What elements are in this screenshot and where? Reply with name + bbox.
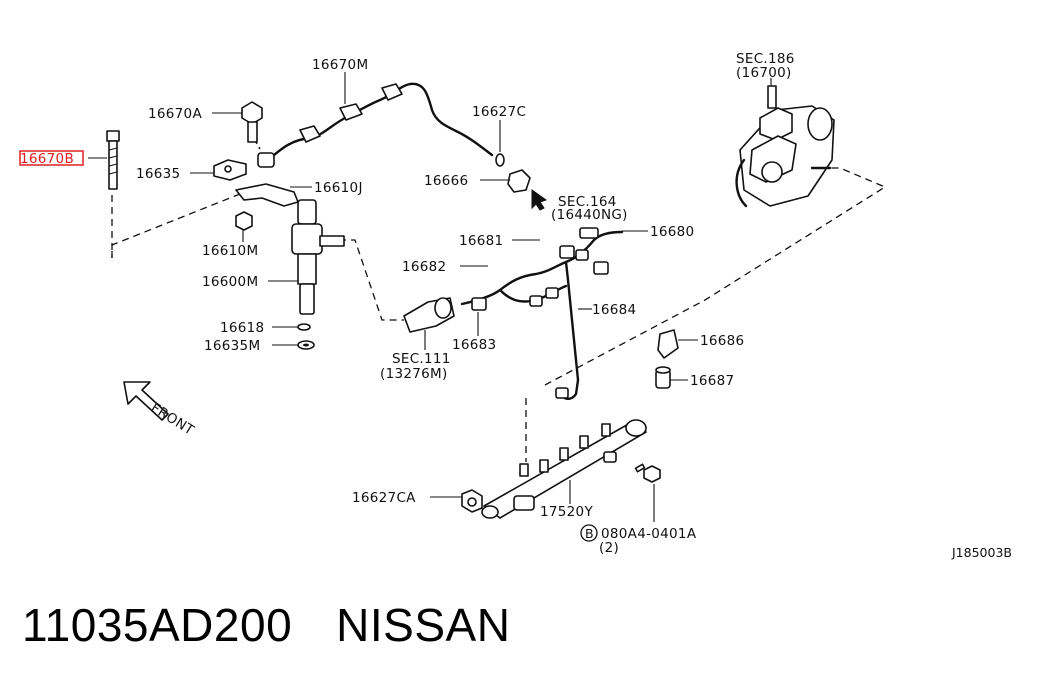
bolt-circle-icon <box>580 524 598 542</box>
label-16635M: 16635M <box>204 338 260 354</box>
pipe-assembly <box>460 227 648 400</box>
part-16610J <box>235 183 312 207</box>
part-16627C <box>495 120 505 167</box>
label-16627CA: 16627CA <box>352 490 416 506</box>
label-sec186-sub: (16700) <box>736 65 792 81</box>
parts-diagram: 16670M 16670A 16670B 16635 16610J 16610M… <box>19 51 1012 560</box>
label-16683: 16683 <box>452 337 496 353</box>
part-sec111 <box>403 297 455 350</box>
part-16687 <box>655 366 688 389</box>
label-16684: 16684 <box>592 302 636 318</box>
label-sec111-sub: (13276M) <box>380 366 448 382</box>
fuel-pump-sec186 <box>735 78 835 208</box>
brand-name: NISSAN <box>336 599 511 651</box>
label-sec164: SEC.164 <box>558 194 617 210</box>
part-16627CA <box>430 489 483 513</box>
label-16682: 16682 <box>402 259 446 275</box>
label-16610J: 16610J <box>314 180 363 196</box>
highlight-box <box>19 150 84 166</box>
part-16635M <box>272 340 315 350</box>
label-16618: 16618 <box>220 320 264 336</box>
label-16680: 16680 <box>650 224 694 240</box>
label-16670M: 16670M <box>312 57 368 73</box>
label-sec164-sub: (16440NG) <box>551 207 628 223</box>
bolt-080A4-0401A <box>634 463 661 522</box>
leak-off-pipe-16670M <box>257 72 494 168</box>
arrow-sec164 <box>531 189 548 211</box>
label-front: FRONT <box>148 400 197 439</box>
part-16618 <box>272 323 311 331</box>
label-16610M: 16610M <box>202 243 258 259</box>
label-16670B: 16670B <box>20 151 74 167</box>
label-17520Y: 17520Y <box>540 504 593 520</box>
part-16670A <box>212 101 266 159</box>
label-16635: 16635 <box>136 166 180 182</box>
part-16610M <box>235 211 253 242</box>
label-16666: 16666 <box>424 173 468 189</box>
label-16627C: 16627C <box>472 104 526 120</box>
label-bolt-prefix: B <box>585 526 594 541</box>
common-rail-17520Y <box>481 419 647 519</box>
part-number: 11035AD200 <box>22 599 293 651</box>
label-sec186: SEC.186 <box>736 51 795 67</box>
label-16686: 16686 <box>700 333 744 349</box>
label-bolt-qty: (2) <box>599 540 619 556</box>
label-16681: 16681 <box>459 233 503 249</box>
front-direction-arrow <box>123 381 169 421</box>
part-16666 <box>480 169 531 193</box>
label-diagram-code: J185003B <box>951 545 1012 560</box>
part-16686 <box>657 329 698 359</box>
label-16600M: 16600M <box>202 274 258 290</box>
injector-16600M <box>268 199 345 315</box>
footer-caption: 11035AD200 NISSAN <box>22 598 510 652</box>
label-bolt: 080A4-0401A <box>601 526 697 542</box>
labels: 16670M 16670A 16670B 16635 16610J 16610M… <box>19 51 1012 560</box>
label-16670A: 16670A <box>148 106 202 122</box>
label-16687: 16687 <box>690 373 734 389</box>
bolt-16670B <box>88 130 120 190</box>
part-16635 <box>190 159 247 181</box>
assembly-dashed-lines <box>111 167 887 462</box>
label-sec111: SEC.111 <box>392 351 451 367</box>
